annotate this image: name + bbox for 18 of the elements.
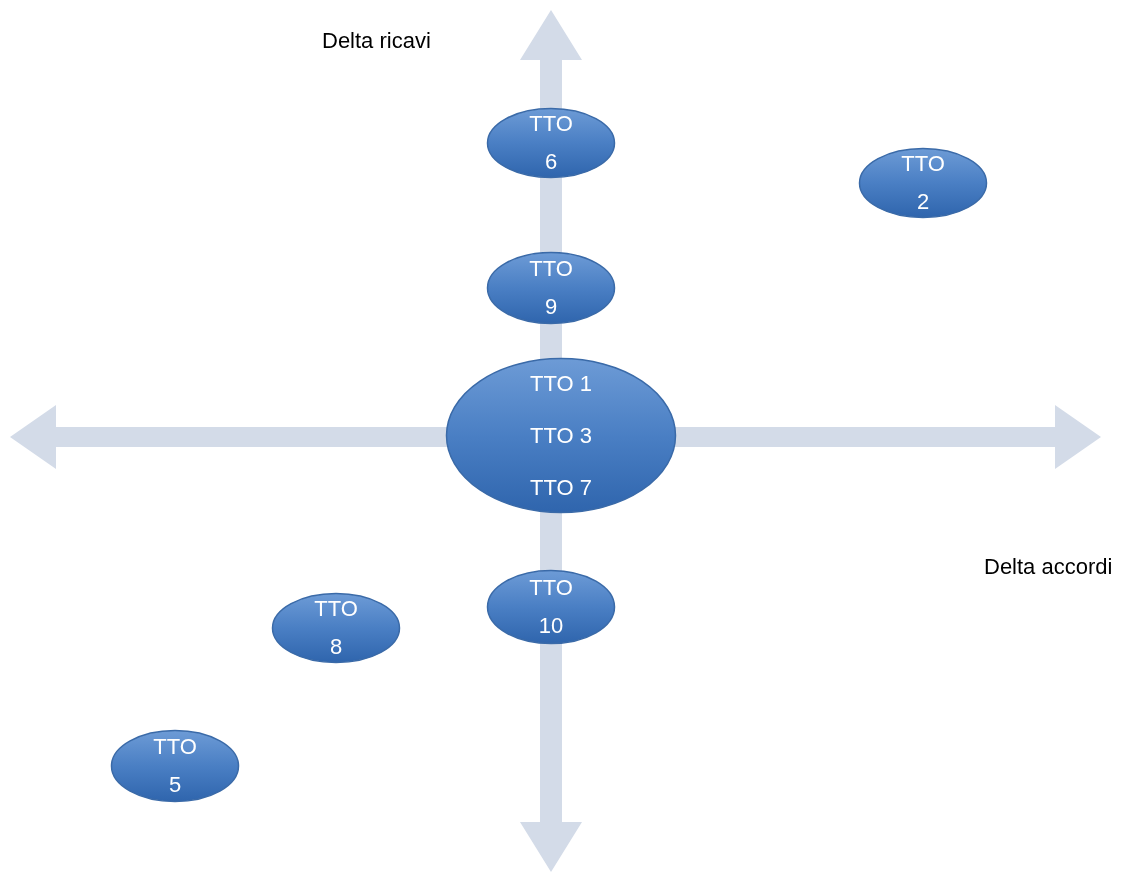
ellipse-node	[486, 569, 616, 645]
node-label: TTO 8	[313, 595, 359, 661]
ellipse-node	[486, 107, 616, 179]
axis-label: Delta ricavi	[322, 27, 431, 55]
axis-label: Delta accordi	[984, 553, 1113, 581]
node-label: TTO 1	[530, 369, 592, 398]
ellipse-node	[445, 357, 677, 514]
ellipse-node	[271, 592, 401, 664]
node-label: TTO 2	[900, 150, 946, 216]
ellipse-node	[858, 147, 988, 219]
node-label: TTO 5	[152, 733, 198, 799]
node-label: TTO 7	[530, 473, 592, 502]
node-label: TTO 6	[528, 110, 574, 176]
ellipse-node	[486, 251, 616, 325]
node-label: TTO 3	[530, 421, 592, 450]
node-label: TTO 10	[528, 574, 574, 640]
node-label: TTO 9	[528, 255, 574, 321]
ellipse-node	[110, 729, 240, 803]
